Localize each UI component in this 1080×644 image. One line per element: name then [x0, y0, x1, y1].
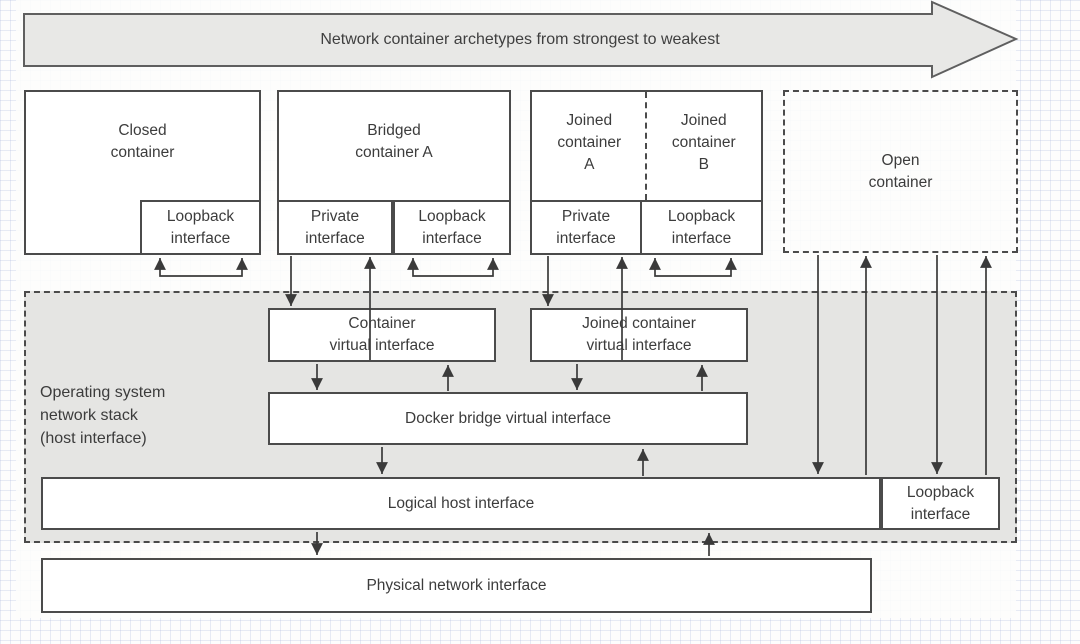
physical-network-interface-box: Physical network interface [41, 558, 872, 613]
docker-bridge-virtual-interface-label: Docker bridge virtual interface [405, 409, 611, 427]
logical-host-interface-box: Logical host interface [41, 477, 881, 530]
bridged-loopback-interface-label: Loopback interface [418, 207, 486, 247]
bridged-loopback-interface-box: Loopback interface [393, 200, 511, 255]
os-loopback-interface-box: Loopback interface [881, 477, 1000, 530]
joined-container-a-label: Joined container A [557, 112, 622, 173]
joined-container-virtual-interface-label: Joined container virtual interface [582, 315, 696, 354]
closed-loopback-interface-box: Loopback interface [140, 200, 261, 255]
bridged-private-interface-box: Private interface [277, 200, 393, 255]
bridged-container-label: Bridged container A [355, 122, 433, 161]
os-network-stack-label: Operating system network stack (host int… [40, 384, 166, 447]
joined-containers-divider [645, 92, 647, 200]
open-container-label: Open container [868, 151, 933, 191]
os-loopback-interface-label: Loopback interface [906, 483, 975, 523]
closed-loopback-interface-label: Loopback interface [166, 207, 235, 247]
bridged-private-interface-label: Private interface [305, 207, 365, 247]
logical-host-interface-label: Logical host interface [387, 494, 535, 512]
banner-title: Network container archetypes from strong… [320, 31, 720, 48]
joined-private-interface-label: Private interface [556, 207, 616, 247]
container-virtual-interface-box: Container virtual interface [268, 308, 496, 362]
joined-loopback-interface-box: Loopback interface [640, 200, 763, 255]
docker-bridge-virtual-interface-box: Docker bridge virtual interface [268, 392, 748, 445]
joined-container-b-label: Joined container B [671, 112, 736, 173]
container-virtual-interface-label: Container virtual interface [329, 315, 435, 354]
physical-network-interface-label: Physical network interface [366, 576, 547, 594]
joined-container-virtual-interface-box: Joined container virtual interface [530, 308, 748, 362]
joined-private-interface-box: Private interface [530, 200, 642, 255]
open-container-box: Open container [783, 90, 1018, 253]
joined-loopback-interface-label: Loopback interface [667, 207, 736, 247]
closed-container-label: Closed container [110, 122, 175, 161]
